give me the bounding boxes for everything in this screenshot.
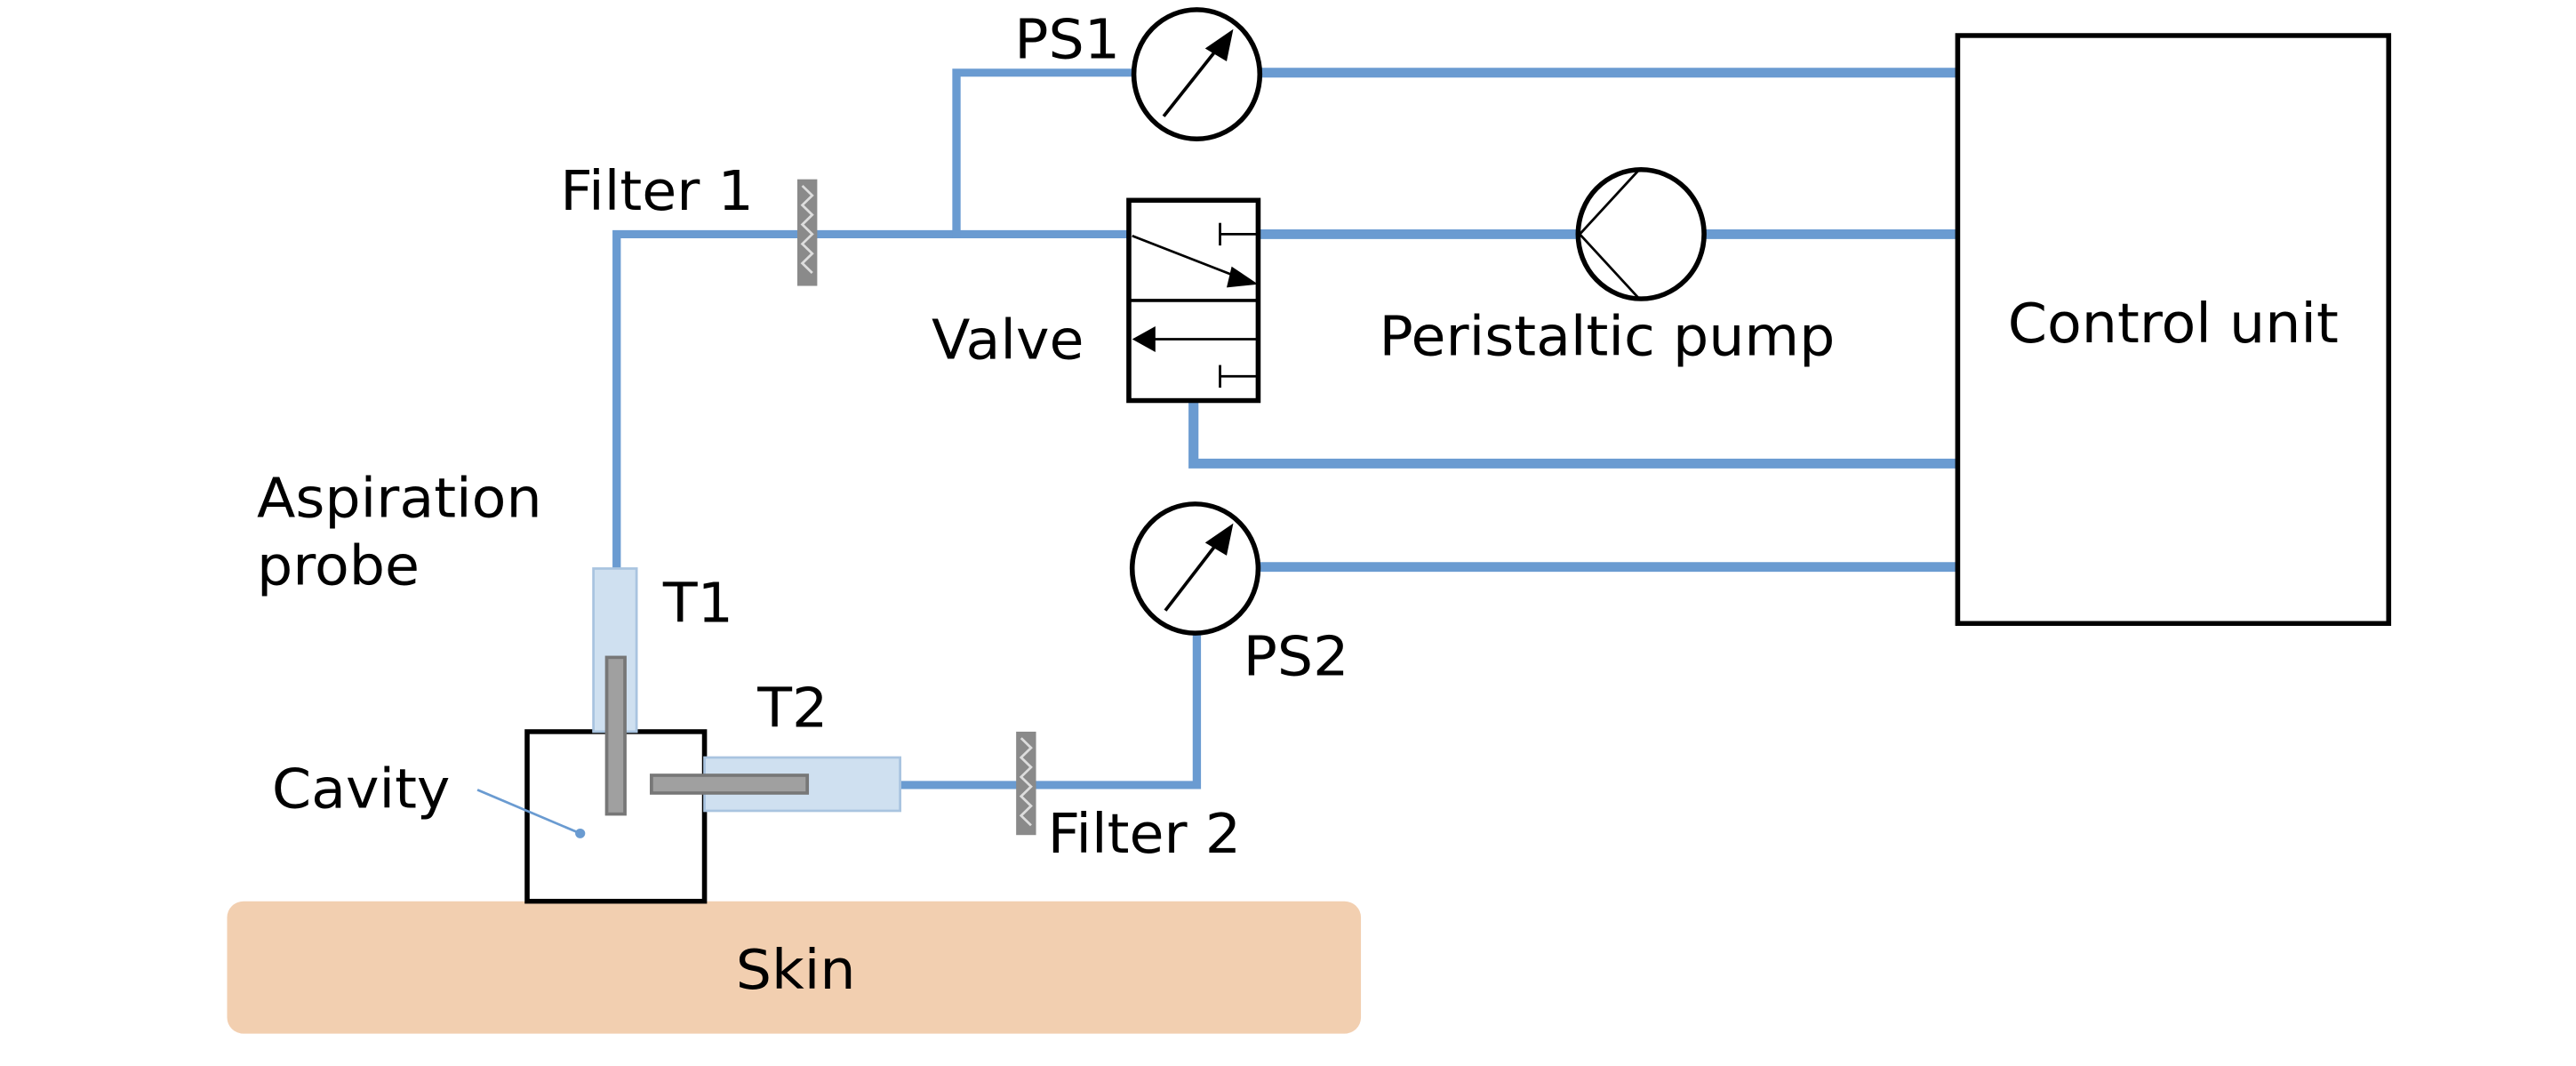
cavity-label: Cavity — [272, 757, 451, 821]
aspiration-probe-label-line2: probe — [257, 533, 420, 597]
pressure-sensor-1 — [1131, 7, 1263, 141]
t1-rod — [604, 655, 627, 816]
control-unit — [1955, 33, 2392, 626]
filter-2-mesh — [1019, 737, 1033, 827]
aspiration-probe-label-line1: Aspiration — [257, 466, 542, 530]
filter-1-mesh — [800, 184, 814, 274]
t2-label: T2 — [756, 676, 828, 740]
skin-label: Skin — [736, 938, 856, 1002]
cavity — [524, 729, 708, 904]
ps2-label: PS2 — [1244, 624, 1349, 688]
tubing — [612, 68, 1963, 789]
filter-1 — [797, 179, 818, 286]
filter-2-label: Filter 2 — [1048, 802, 1241, 866]
skin-layer — [227, 901, 1362, 1034]
ps1-label: PS1 — [1014, 7, 1120, 71]
pump-label: Peristaltic pump — [1380, 304, 1836, 368]
valve-label: Valve — [932, 308, 1084, 372]
filter-1-label: Filter 1 — [560, 159, 753, 223]
valve — [1126, 197, 1261, 404]
cavity-leader-line — [476, 789, 581, 835]
cavity-leader-dot — [575, 828, 586, 838]
t1-label: T1 — [662, 571, 733, 635]
pressure-sensor-2 — [1129, 501, 1261, 636]
t2-rod — [650, 773, 810, 795]
control-unit-label: Control unit — [2008, 292, 2339, 356]
peristaltic-pump — [1575, 167, 1707, 301]
